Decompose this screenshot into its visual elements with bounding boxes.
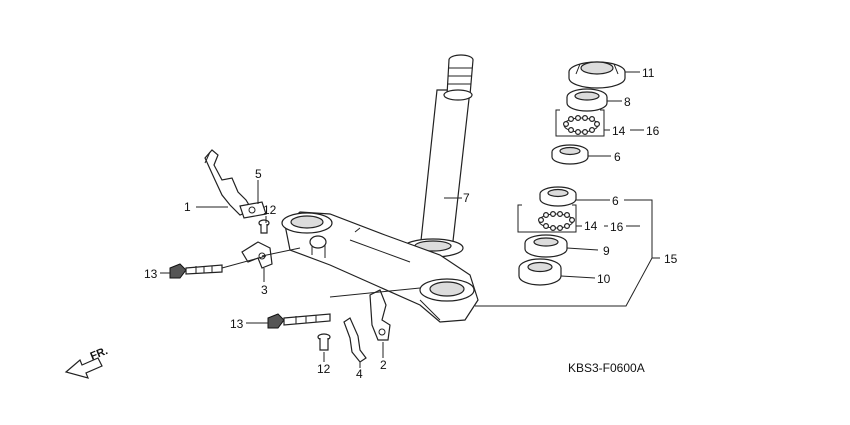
dust-seal-6-upper xyxy=(551,144,589,165)
callout-3: 3 xyxy=(261,283,268,297)
callout-16-lower: 16 xyxy=(610,220,624,234)
leader-lines xyxy=(160,71,660,368)
clamp-2 xyxy=(369,289,391,341)
direction-label: FR. xyxy=(89,345,110,363)
bottom-cone-race-10 xyxy=(518,258,562,286)
bolt-13-upper xyxy=(169,263,223,279)
callout-1: 1 xyxy=(184,200,191,214)
callout-5: 5 xyxy=(255,167,262,181)
bracket-14-upper xyxy=(555,109,605,137)
bearing-race-8 xyxy=(566,88,608,112)
callout-7: 7 xyxy=(463,191,470,205)
bolt-13-lower xyxy=(267,313,331,329)
steel-balls-14-upper xyxy=(562,114,600,136)
clip-5 xyxy=(239,201,267,219)
callout-11: 11 xyxy=(642,66,655,80)
dust-seal-6-lower xyxy=(539,186,577,207)
bracket-1 xyxy=(204,149,253,216)
front-direction-arrow: FR. xyxy=(64,345,110,379)
callout-15: 15 xyxy=(664,252,678,266)
callout-9: 9 xyxy=(603,244,610,258)
steering-stem xyxy=(402,54,474,258)
callout-6-lower: 6 xyxy=(612,194,619,208)
callout-16-upper: 16 xyxy=(646,124,660,138)
callout-2: 2 xyxy=(380,358,387,372)
bearing-race-9 xyxy=(524,234,568,258)
callout-14-lower: 14 xyxy=(584,219,598,233)
callout-10: 10 xyxy=(597,272,611,286)
top-cone-race-11 xyxy=(568,61,626,89)
callout-13-upper: 13 xyxy=(144,267,158,281)
diagram-code: KBS3-F0600A xyxy=(568,361,645,375)
screw-12-upper xyxy=(258,219,270,234)
steel-balls-14-lower xyxy=(537,211,575,232)
callout-14-upper: 14 xyxy=(612,124,626,138)
screw-12-lower xyxy=(317,333,331,351)
bracket-14-lower xyxy=(517,204,577,233)
callout-12-lower: 12 xyxy=(317,362,331,376)
callout-6-upper: 6 xyxy=(614,150,621,164)
under-bracket xyxy=(281,211,479,323)
callout-4: 4 xyxy=(356,367,363,381)
callout-13-lower: 13 xyxy=(230,317,244,331)
callout-8: 8 xyxy=(624,95,631,109)
callout-12-upper: 12 xyxy=(263,203,277,217)
clip-4 xyxy=(343,317,367,363)
